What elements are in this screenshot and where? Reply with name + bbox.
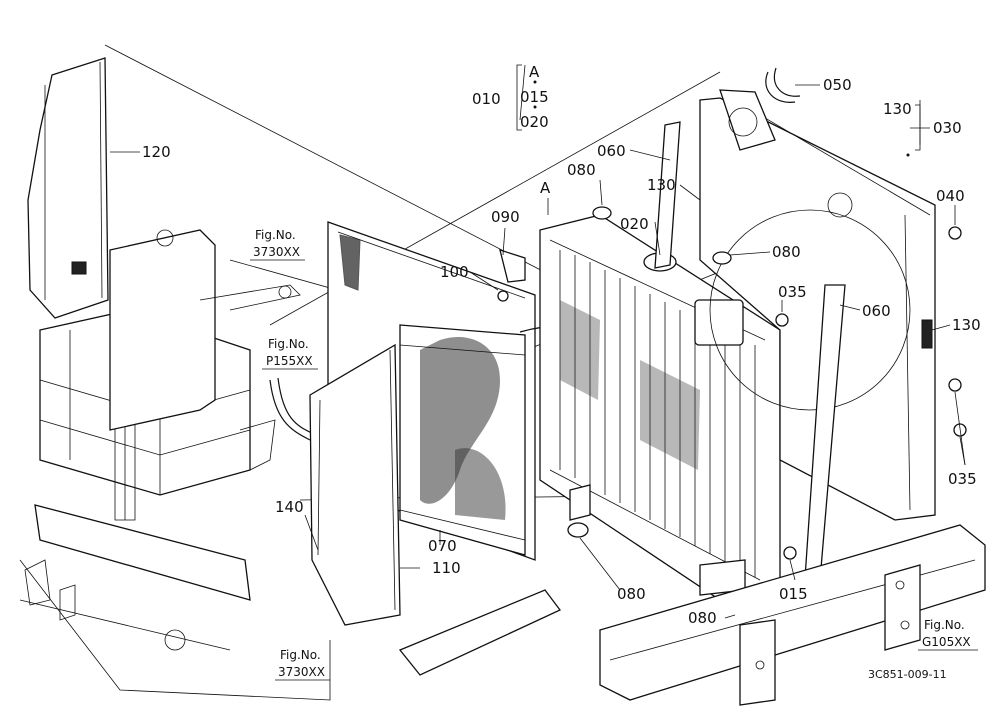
label-130-right: 130 bbox=[952, 316, 981, 334]
label-015: 015 bbox=[520, 88, 549, 106]
label-015-lower: 015 bbox=[779, 585, 808, 603]
frame-bracket-part bbox=[19, 229, 331, 701]
figref-1-label: Fig.No. bbox=[255, 228, 296, 242]
leader-lines bbox=[110, 64, 966, 619]
label-100: 100 bbox=[440, 263, 469, 281]
label-080-bottom: 080 bbox=[688, 609, 717, 627]
label-a-radiator: A bbox=[540, 179, 551, 197]
label-020: 020 bbox=[520, 113, 549, 131]
base-frame-part bbox=[398, 524, 986, 706]
side-guard-part bbox=[309, 343, 401, 626]
label-110: 110 bbox=[432, 559, 461, 577]
label-035-top: 035 bbox=[778, 283, 807, 301]
hose-part bbox=[269, 377, 315, 441]
fan-shroud-part bbox=[699, 89, 936, 521]
label-080-mid: 080 bbox=[772, 243, 801, 261]
figref-4-number: G105XX bbox=[922, 635, 971, 649]
label-010: 010 bbox=[472, 90, 501, 108]
seal-strip-part bbox=[654, 121, 846, 581]
figref-2-number: P155XX bbox=[266, 354, 313, 368]
label-group-a: A bbox=[529, 63, 540, 81]
shroud-cover-part bbox=[27, 57, 109, 319]
hose-clamp-part bbox=[765, 67, 801, 103]
label-130-top: 130 bbox=[883, 100, 912, 118]
label-060-top: 060 bbox=[597, 142, 626, 160]
drawing-code: 3C851-009-11 bbox=[868, 668, 947, 681]
label-020-cap: 020 bbox=[620, 215, 649, 233]
figref-2-label: Fig.No. bbox=[268, 337, 309, 351]
figref-1-number: 3730XX bbox=[253, 245, 300, 259]
figure-references: Fig.No. 3730XX Fig.No. P155XX Fig.No. 37… bbox=[250, 228, 978, 681]
label-140: 140 bbox=[275, 498, 304, 516]
bolt-parts bbox=[497, 226, 967, 560]
part-labels: 010 A 015 020 050 130 030 120 060 080 13… bbox=[142, 63, 981, 627]
figref-3-label: Fig.No. bbox=[280, 648, 321, 662]
stay-bracket-part bbox=[499, 249, 526, 283]
radiator-fins bbox=[559, 250, 756, 577]
label-080-top: 080 bbox=[567, 161, 596, 179]
label-040: 040 bbox=[936, 187, 965, 205]
label-120: 120 bbox=[142, 143, 171, 161]
group-brackets bbox=[516, 64, 921, 157]
screen-mesh-part bbox=[399, 324, 526, 556]
label-030: 030 bbox=[933, 119, 962, 137]
label-035-right: 035 bbox=[948, 470, 977, 488]
label-080-lower: 080 bbox=[617, 585, 646, 603]
label-060-right: 060 bbox=[862, 302, 891, 320]
label-130-mid: 130 bbox=[647, 176, 676, 194]
figref-4-label: Fig.No. bbox=[924, 618, 965, 632]
label-050: 050 bbox=[823, 76, 852, 94]
label-090: 090 bbox=[491, 208, 520, 226]
label-070: 070 bbox=[428, 537, 457, 555]
figref-3-number: 3730XX bbox=[278, 665, 325, 679]
radiator-part bbox=[539, 214, 781, 601]
